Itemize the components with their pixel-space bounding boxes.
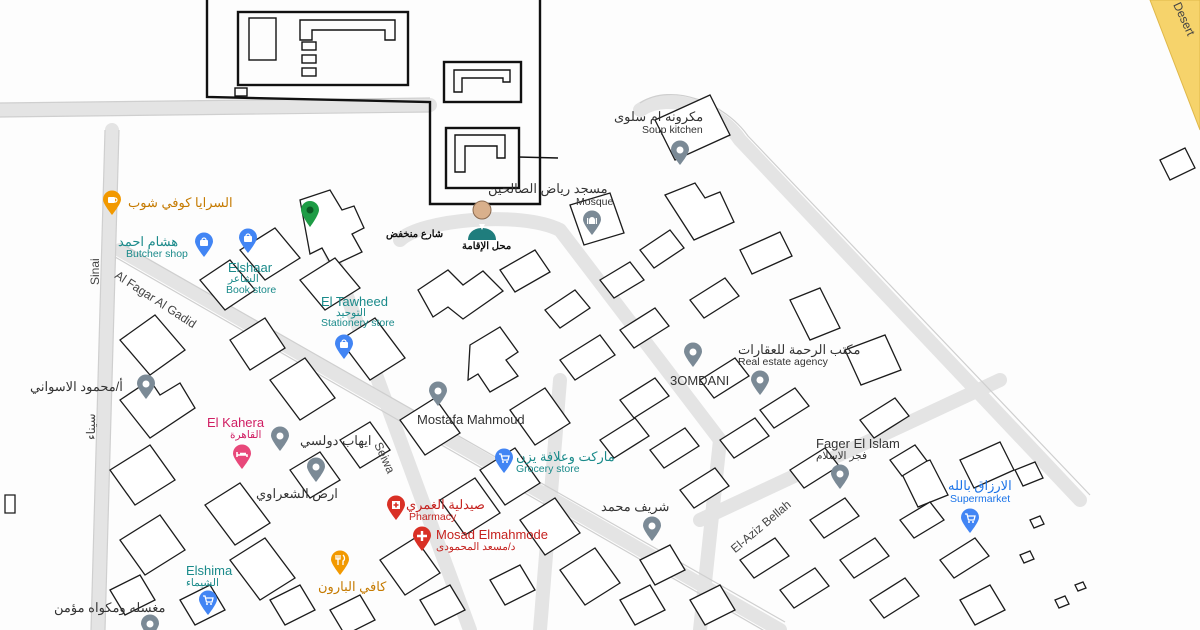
elshima-label-secondary[interactable]: الشيماء (186, 577, 219, 589)
fager-label-secondary[interactable]: فجر الاسلام (816, 450, 867, 462)
coffee-icon (103, 190, 121, 215)
bed-icon (233, 444, 251, 469)
ehab-pin[interactable] (270, 426, 290, 452)
cart-icon (199, 590, 217, 615)
pin-icon (429, 381, 447, 406)
elshima-label[interactable]: Elshima (186, 563, 233, 578)
arzaq-label[interactable]: الارزاق بالله (948, 478, 1012, 493)
ehab-label[interactable]: ايهاب دولسي (300, 433, 372, 448)
hesham-pin[interactable] (194, 232, 214, 258)
mosque-label[interactable]: مسجد رياض الصالحين (488, 181, 608, 196)
pin-icon (751, 370, 769, 395)
mostafa-label[interactable]: Mostafa Mahmoud (417, 412, 525, 427)
elkahera-pin[interactable] (232, 444, 252, 470)
mostafa-pin[interactable] (428, 381, 448, 407)
arzaq-category[interactable]: Supermarket (950, 493, 1011, 505)
market-pin[interactable] (494, 448, 514, 474)
hesham-label[interactable]: هشام احمد (118, 234, 179, 249)
pin-icon (831, 464, 849, 489)
real-estate-pin[interactable] (750, 370, 770, 396)
pin-icon (271, 426, 289, 451)
pharmacy-category[interactable]: Pharmacy (409, 511, 457, 523)
ard-pin[interactable] (306, 457, 326, 483)
laundry-pin[interactable] (140, 614, 160, 630)
mahmoud-aswany-label[interactable]: أ/محمود الاسواني (30, 379, 123, 394)
soup-kitchen-pin[interactable] (670, 140, 690, 166)
eltawheed-category[interactable]: Stationery store (321, 317, 395, 329)
shopping-bag-icon (195, 232, 213, 257)
elshima-pin[interactable] (198, 590, 218, 616)
soup-kitchen-label[interactable]: مكرونه ام سلوى (614, 109, 704, 124)
pharmacy-pin[interactable] (386, 495, 406, 521)
shopping-bag-icon (239, 228, 257, 253)
cart-icon (495, 448, 513, 473)
pharmacy-icon (387, 495, 405, 520)
pin-icon (141, 614, 159, 630)
pin-icon (643, 516, 661, 541)
cafe-baron-pin[interactable] (330, 550, 350, 576)
saraya-pin[interactable] (102, 190, 122, 216)
annotation-low-street: شارع منخفض (386, 229, 444, 240)
restaurant-icon (331, 550, 349, 575)
pin-icon (684, 342, 702, 367)
mosque-icon (583, 210, 601, 235)
fager-pin[interactable] (830, 464, 850, 490)
sherif-pin[interactable] (642, 516, 662, 542)
cafe-baron-label[interactable]: كافي البارون (318, 579, 387, 594)
pin-icon (137, 374, 155, 399)
fager-label[interactable]: Fager El Islam (816, 436, 900, 451)
pharmacy-label[interactable]: صيدلية الغمري (406, 497, 485, 512)
shopping-bag-icon (335, 334, 353, 359)
elshaar-category[interactable]: Book store (226, 284, 277, 296)
mosad-label-secondary[interactable]: د/مسعد المحمودى (436, 541, 516, 553)
mahmoud-aswany-pin[interactable] (136, 374, 156, 400)
elkahera-label[interactable]: El Kahera (207, 415, 265, 430)
mosad-label[interactable]: Mosad Elmahmode (436, 527, 548, 542)
annotation-residence: محل الإقامة (462, 241, 512, 252)
eltawheed-label-secondary[interactable]: التوحيد (336, 307, 366, 319)
ard-label[interactable]: ارض الشعراوي (256, 486, 338, 501)
elshaar-pin[interactable] (238, 228, 258, 254)
hesham-category[interactable]: Butcher shop (126, 248, 188, 260)
saraya-label[interactable]: السرايا كوفي شوب (128, 195, 233, 210)
mosque-category[interactable]: Mosque (576, 196, 614, 208)
elshaar-label-secondary[interactable]: الشاعر (228, 273, 259, 285)
street-sinai-ar: سيناء (84, 413, 98, 440)
mosad-pin[interactable] (412, 526, 432, 552)
laundry-label[interactable]: مغسله ومكواه مؤمن (54, 600, 166, 615)
highway-road (1149, 0, 1200, 131)
arzaq-pin[interactable] (960, 508, 980, 534)
eltawheed-pin[interactable] (334, 334, 354, 360)
soup-kitchen-category[interactable]: Soup kitchen (642, 124, 703, 136)
street-sinai-en: Sinai (88, 258, 102, 285)
mosque-pin[interactable] (582, 210, 602, 236)
real-estate-label[interactable]: مكتب الرحمة للعقارات (738, 342, 861, 357)
green-pin-icon[interactable] (300, 200, 320, 228)
3omdani-label[interactable]: 3OMDANI (670, 373, 730, 388)
person-icon (468, 200, 496, 240)
elshaar-label[interactable]: Elshaar (228, 260, 273, 275)
eltawheed-label[interactable]: El Tawheed (321, 294, 388, 309)
sherif-label[interactable]: شريف محمد (601, 499, 670, 514)
elkahera-label-secondary[interactable]: القاهرة (230, 429, 262, 441)
pin-icon (307, 457, 325, 482)
real-estate-category[interactable]: Real estate agency (738, 356, 828, 368)
3omdani-pin[interactable] (683, 342, 703, 368)
market-label[interactable]: ماركت وعلافة يزن (516, 449, 615, 464)
pin-icon (671, 140, 689, 165)
medical-icon (413, 526, 431, 551)
market-category[interactable]: Grocery store (516, 463, 580, 475)
cart-icon (961, 508, 979, 533)
